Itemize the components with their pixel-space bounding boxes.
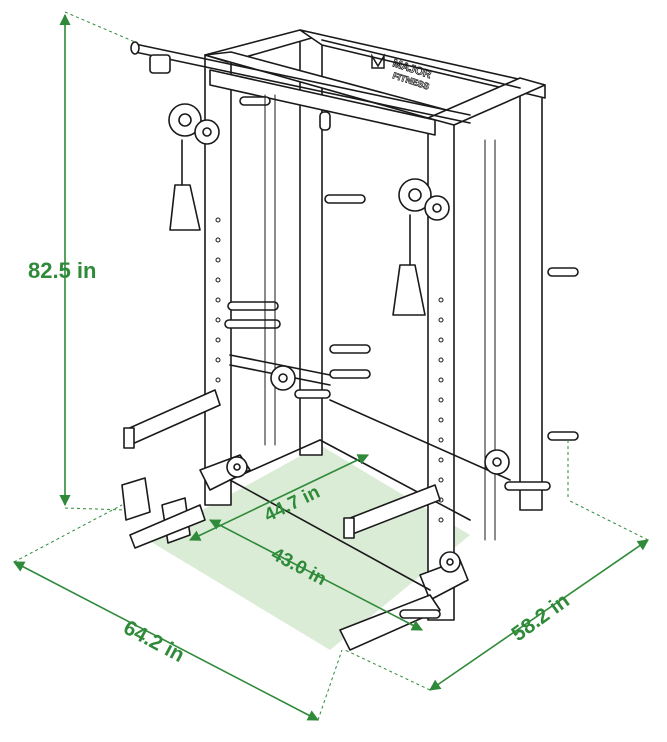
rack-frame: [121, 29, 579, 651]
depth-label: 58.2 in: [507, 589, 573, 646]
floor-footprint: [148, 445, 470, 650]
width-label: 64.2 in: [120, 616, 189, 667]
inner-width-dimension-line: [209, 519, 423, 631]
depth-dimension-line: [429, 539, 649, 691]
brand-logo-icon: [371, 53, 385, 69]
dimension-lines: [13, 11, 649, 721]
height-label: 82.5 in: [28, 258, 96, 283]
width-dimension-line: [13, 561, 319, 721]
